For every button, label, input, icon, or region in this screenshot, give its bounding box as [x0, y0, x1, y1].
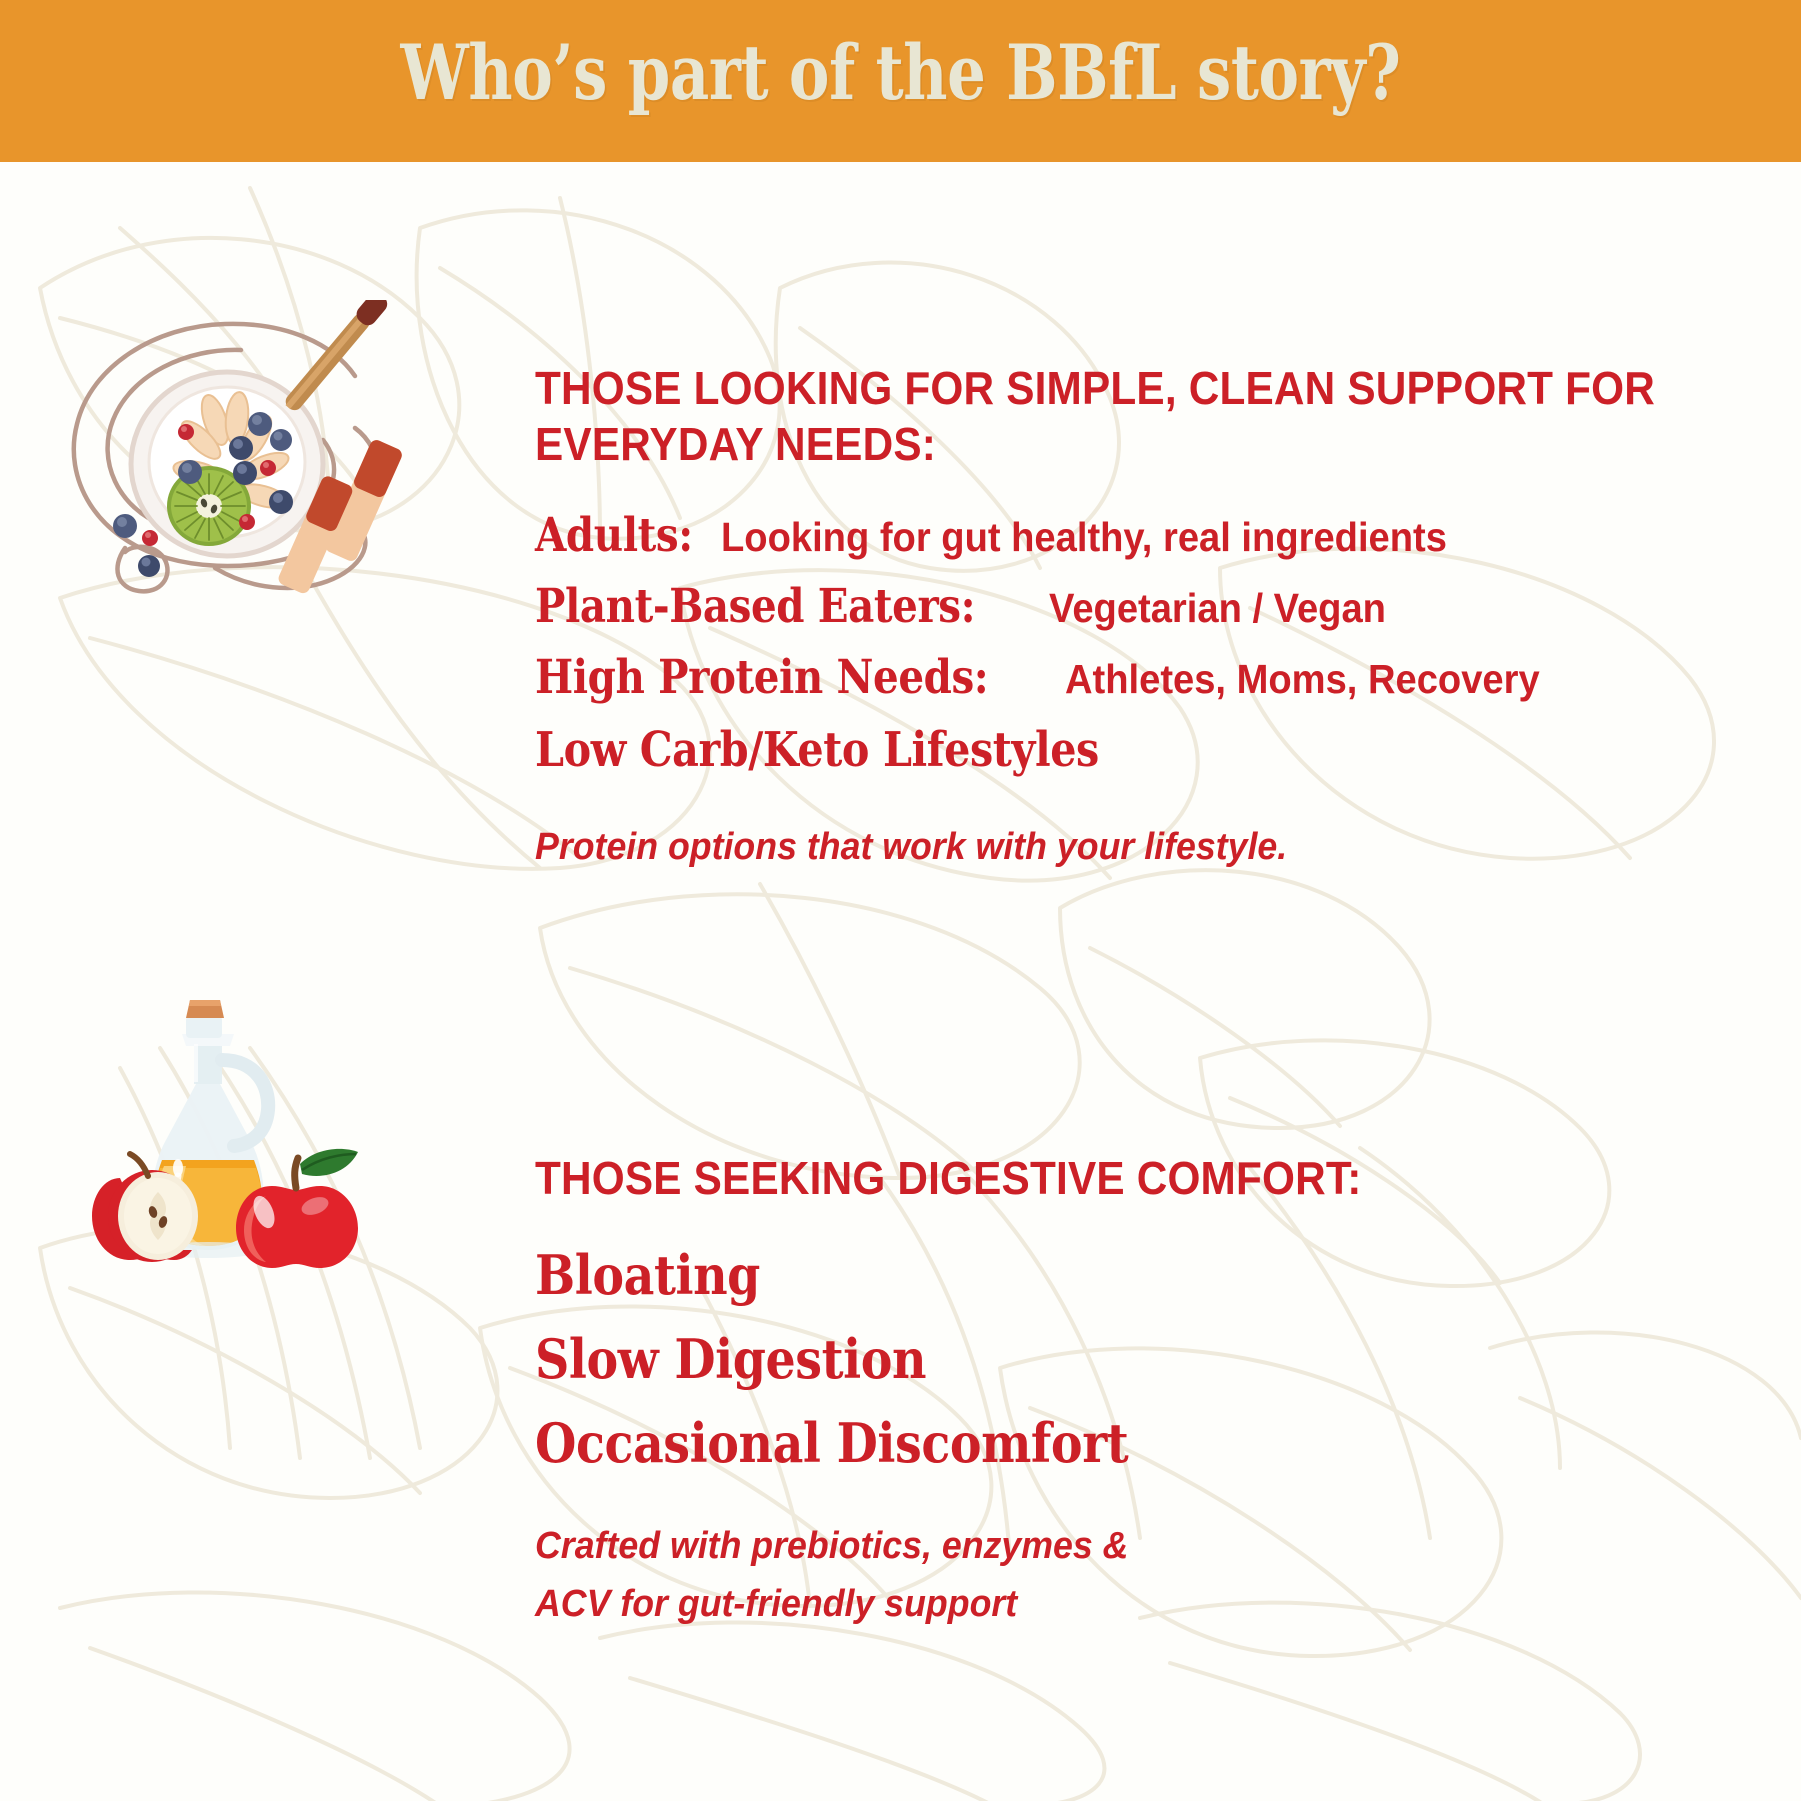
section-1-kicker: THOSE LOOKING FOR SIMPLE, CLEAN SUPPORT … — [535, 362, 1656, 470]
list-item-lead: Low Carb/Keto Lifestyles — [535, 721, 1099, 778]
section-2-tagline-line-2: ACV for gut-friendly support — [535, 1582, 1018, 1625]
list-item: High Protein Needs: Athletes, Moms, Reco… — [535, 648, 1765, 707]
section-2-kicker: THOSE SEEKING DIGESTIVE COMFORT: — [535, 1152, 1362, 1204]
page-title: Who’s part of the BBfL story? — [400, 28, 1401, 117]
list-item-lead: Adults: — [535, 508, 693, 563]
list-item: Occasional Discomfort — [535, 1411, 1129, 1476]
header-band: Who’s part of the BBfL story? — [0, 0, 1801, 162]
list-item-trail: Vegetarian / Vegan — [1049, 585, 1387, 632]
section-everyday-needs: THOSE LOOKING FOR SIMPLE, CLEAN SUPPORT … — [535, 360, 1765, 874]
list-item: Plant-Based Eaters: Vegetarian / Vegan — [535, 577, 1765, 636]
section-1-tagline: Protein options that work with your life… — [535, 826, 1288, 869]
section-2-tagline-line-1: Crafted with prebiotics, enzymes & — [535, 1524, 1129, 1567]
list-item: Adults: Looking for gut healthy, real in… — [535, 506, 1765, 565]
section-digestive-comfort: THOSE SEEKING DIGESTIVE COMFORT: Bloatin… — [535, 1150, 1765, 1631]
list-item-trail: Athletes, Moms, Recovery — [1064, 656, 1540, 703]
list-item: Slow Digestion — [535, 1327, 927, 1392]
section-1-list: Adults: Looking for gut healthy, real in… — [535, 506, 1765, 780]
list-item-trail: Looking for gut healthy, real ingredient… — [720, 514, 1447, 560]
section-2-list: Bloating Slow Digestion Occasional Disco… — [535, 1240, 1765, 1479]
list-item-lead: High Protein Needs: — [535, 650, 989, 706]
list-item-lead: Plant-Based Eaters: — [535, 579, 976, 635]
list-item: Bloating — [535, 1243, 760, 1307]
list-item: Low Carb/Keto Lifestyles — [535, 720, 1765, 780]
